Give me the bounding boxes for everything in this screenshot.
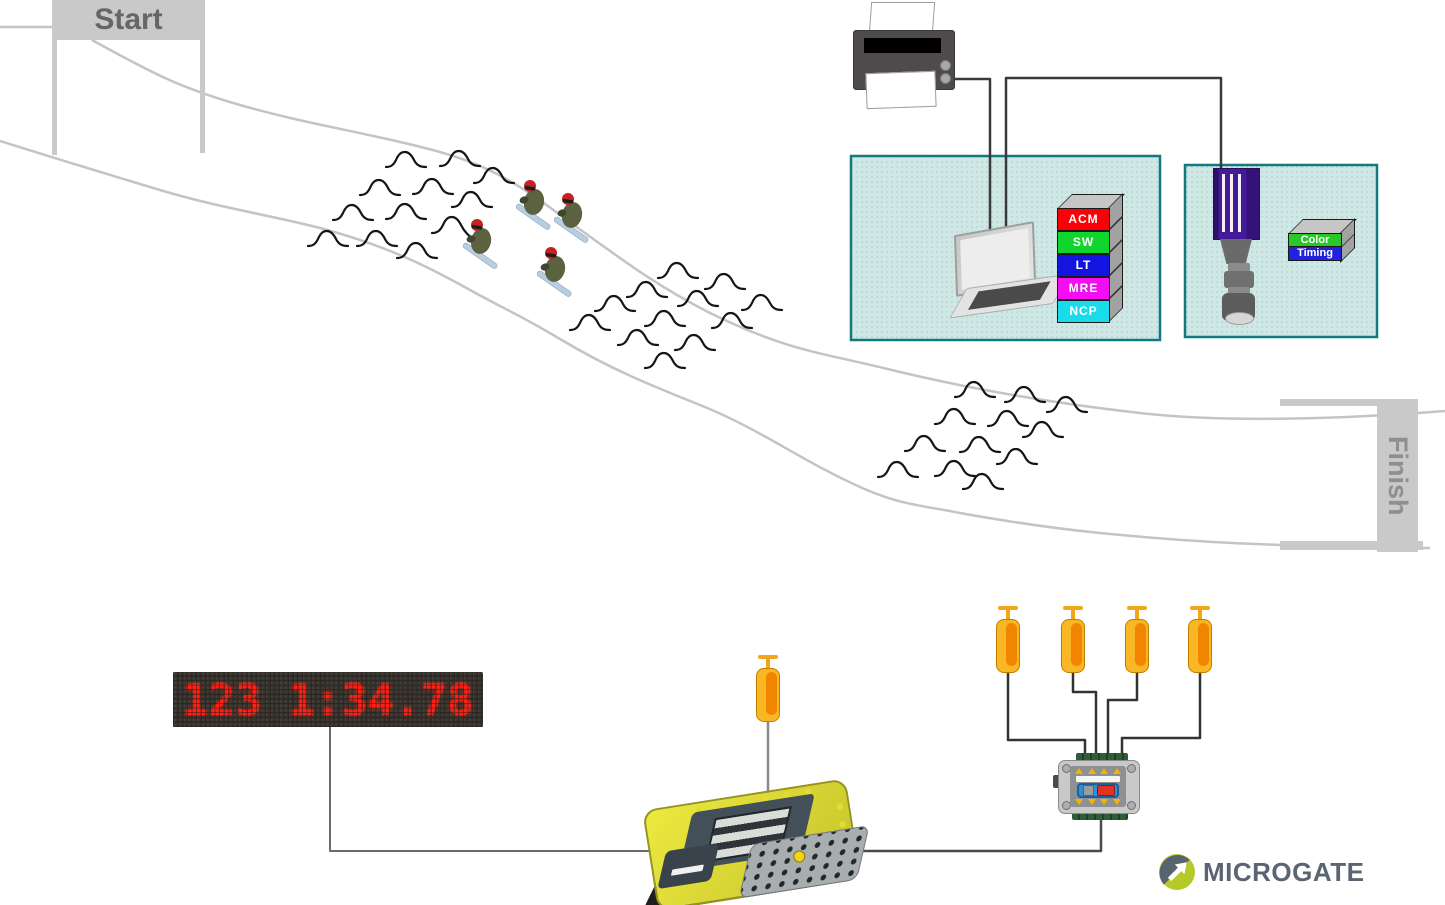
cable-printer-laptop <box>950 77 992 233</box>
ski-course-lines <box>0 25 1445 550</box>
cable-photocell-2 <box>1071 671 1098 764</box>
skier-icon <box>552 192 590 245</box>
finish-bar-bottom <box>1280 541 1423 550</box>
cable-display-console <box>329 727 668 852</box>
junction-box-body <box>1058 760 1140 814</box>
colortiming-timing-label: Timing <box>1288 246 1342 261</box>
microgate-logo-icon <box>1159 854 1195 890</box>
printer-button <box>940 60 951 71</box>
module-sw: SW <box>1057 231 1110 254</box>
laptop-keyboard <box>968 281 1051 310</box>
led-display-board: 123 1:34.78 <box>173 672 483 727</box>
photocell-finish-icon <box>1188 606 1212 673</box>
cable-junction-console <box>856 818 1103 853</box>
photofinish-camera-icon <box>1213 168 1260 240</box>
module-ncp: NCP <box>1057 300 1110 323</box>
printer-slot <box>864 38 941 53</box>
junction-box-icon <box>1053 750 1142 824</box>
console-printer-slot <box>657 842 720 890</box>
junction-switch <box>1077 783 1119 798</box>
module-acm: ACM <box>1057 208 1110 231</box>
printer-paper-out <box>865 70 937 110</box>
photocell-start-icon <box>756 655 780 722</box>
photocell-finish-icon <box>1061 606 1085 673</box>
junction-connector <box>1053 775 1060 788</box>
colortiming-color-label: Color <box>1288 233 1342 248</box>
course-lower-edge <box>0 139 1431 550</box>
start-post-left <box>52 40 57 155</box>
start-banner: Start <box>52 0 205 40</box>
start-post-right <box>200 40 205 153</box>
skier-icon <box>535 246 573 299</box>
module-lt: LT <box>1057 254 1110 277</box>
photocell-finish-icon <box>1125 606 1149 673</box>
course-upper-edge <box>0 25 1445 421</box>
skier-icon <box>461 218 499 271</box>
printer-button <box>940 73 951 84</box>
cable-photocell-1 <box>1006 671 1087 764</box>
cable-photocell-4 <box>1120 671 1202 764</box>
camera-lens-glass <box>1225 312 1254 325</box>
camera-ring <box>1228 287 1250 294</box>
finish-bar-top <box>1280 399 1378 406</box>
finish-label: Finish <box>1383 435 1413 516</box>
brand-logo: MICROGATE <box>1158 853 1364 891</box>
brand-name: MICROGATE <box>1203 856 1365 887</box>
led-display-text: 123 1:34.78 <box>182 675 474 726</box>
camera-neck <box>1220 239 1252 264</box>
cable-photocell-3 <box>1106 671 1139 764</box>
cable-laptop-camera <box>1004 76 1223 233</box>
module-mre: MRE <box>1057 277 1110 300</box>
camera-ring <box>1228 263 1250 272</box>
mogul-skiers <box>461 179 590 299</box>
finish-banner: Finish <box>1377 399 1418 552</box>
camera-barrel <box>1224 271 1254 288</box>
moguls <box>306 149 1089 491</box>
photocell-finish-icon <box>996 606 1020 673</box>
